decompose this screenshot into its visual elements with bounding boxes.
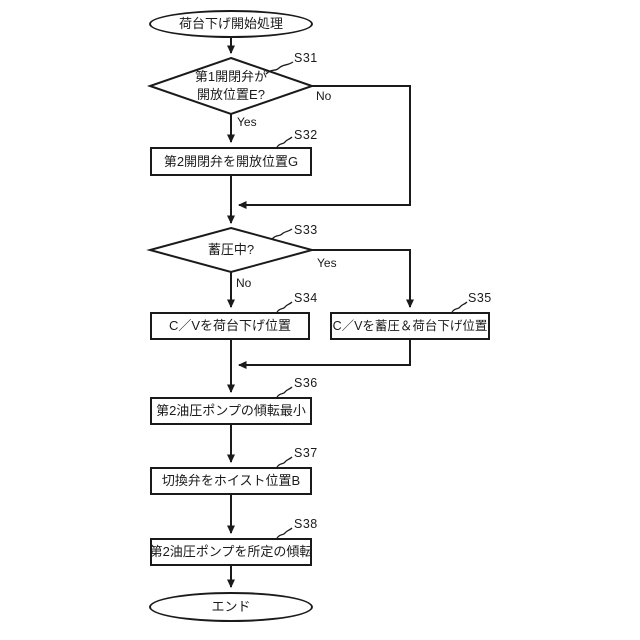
process-box-s38: 第2油圧ポンプを所定の傾転 bbox=[150, 538, 312, 566]
branch-label-s33-no: No bbox=[236, 276, 252, 290]
process-box-s37: 切換弁をホイスト位置B bbox=[150, 467, 312, 495]
terminal-start: 荷台下げ開始処理 bbox=[149, 10, 313, 38]
branch-label-s33-yes: Yes bbox=[317, 256, 337, 270]
decision-s33-text: 蓄圧中? bbox=[151, 236, 311, 264]
decision-diamond-s31 bbox=[146, 56, 316, 116]
process-s34-label: C／Vを荷台下げ位置 bbox=[168, 318, 292, 334]
decision-s31-line1: 第1開閉弁が bbox=[194, 69, 268, 85]
leader-s37 bbox=[276, 456, 293, 468]
leader-s35 bbox=[451, 301, 468, 313]
process-s36-label: 第2油圧ポンプの傾転最小 bbox=[156, 403, 306, 419]
process-box-s36: 第2油圧ポンプの傾転最小 bbox=[150, 397, 312, 425]
process-s37-label: 切換弁をホイスト位置B bbox=[161, 473, 301, 489]
leader-s33 bbox=[271, 228, 293, 240]
step-label-s38: S38 bbox=[294, 517, 318, 531]
process-box-s35: C／Vを蓄圧＆荷台下げ位置 bbox=[330, 312, 490, 340]
process-s32-label: 第2開閉弁を開放位置G bbox=[163, 153, 299, 169]
branch-label-s31-yes: Yes bbox=[237, 115, 257, 129]
process-s38-label: 第2油圧ポンプを所定の傾転 bbox=[149, 544, 313, 560]
terminal-start-label: 荷台下げ開始処理 bbox=[178, 16, 283, 32]
flow-s33-yes-to-s35 bbox=[311, 249, 414, 308]
step-label-s36: S36 bbox=[294, 376, 318, 390]
decision-diamond-s33 bbox=[146, 226, 316, 274]
step-label-s33: S33 bbox=[294, 223, 318, 237]
step-label-s37: S37 bbox=[294, 446, 318, 460]
process-box-s32: 第2開閉弁を開放位置G bbox=[150, 147, 312, 176]
leader-s34 bbox=[276, 301, 293, 313]
step-label-s34: S34 bbox=[294, 291, 318, 305]
process-box-s34: C／Vを荷台下げ位置 bbox=[150, 312, 310, 340]
decision-s31-line2: 開放位置E? bbox=[197, 87, 265, 102]
branch-label-s31-no: No bbox=[316, 89, 332, 103]
terminal-end-label: エンド bbox=[211, 599, 251, 615]
leader-s31 bbox=[265, 61, 294, 75]
step-label-s31: S31 bbox=[294, 51, 318, 65]
decision-s33-label: 蓄圧中? bbox=[207, 242, 255, 258]
step-label-s32: S32 bbox=[294, 128, 318, 142]
leader-s38 bbox=[276, 527, 293, 539]
flow-s31-no-rail bbox=[238, 85, 411, 209]
terminal-end: エンド bbox=[149, 592, 313, 622]
leader-s32 bbox=[276, 136, 293, 148]
decision-s31-text: 第1開閉弁が 開放位置E? bbox=[151, 62, 311, 110]
process-s35-label: C／Vを蓄圧＆荷台下げ位置 bbox=[332, 318, 488, 333]
flow-s35-merge bbox=[238, 340, 411, 369]
leader-s36 bbox=[276, 386, 293, 398]
step-label-s35: S35 bbox=[468, 291, 492, 305]
